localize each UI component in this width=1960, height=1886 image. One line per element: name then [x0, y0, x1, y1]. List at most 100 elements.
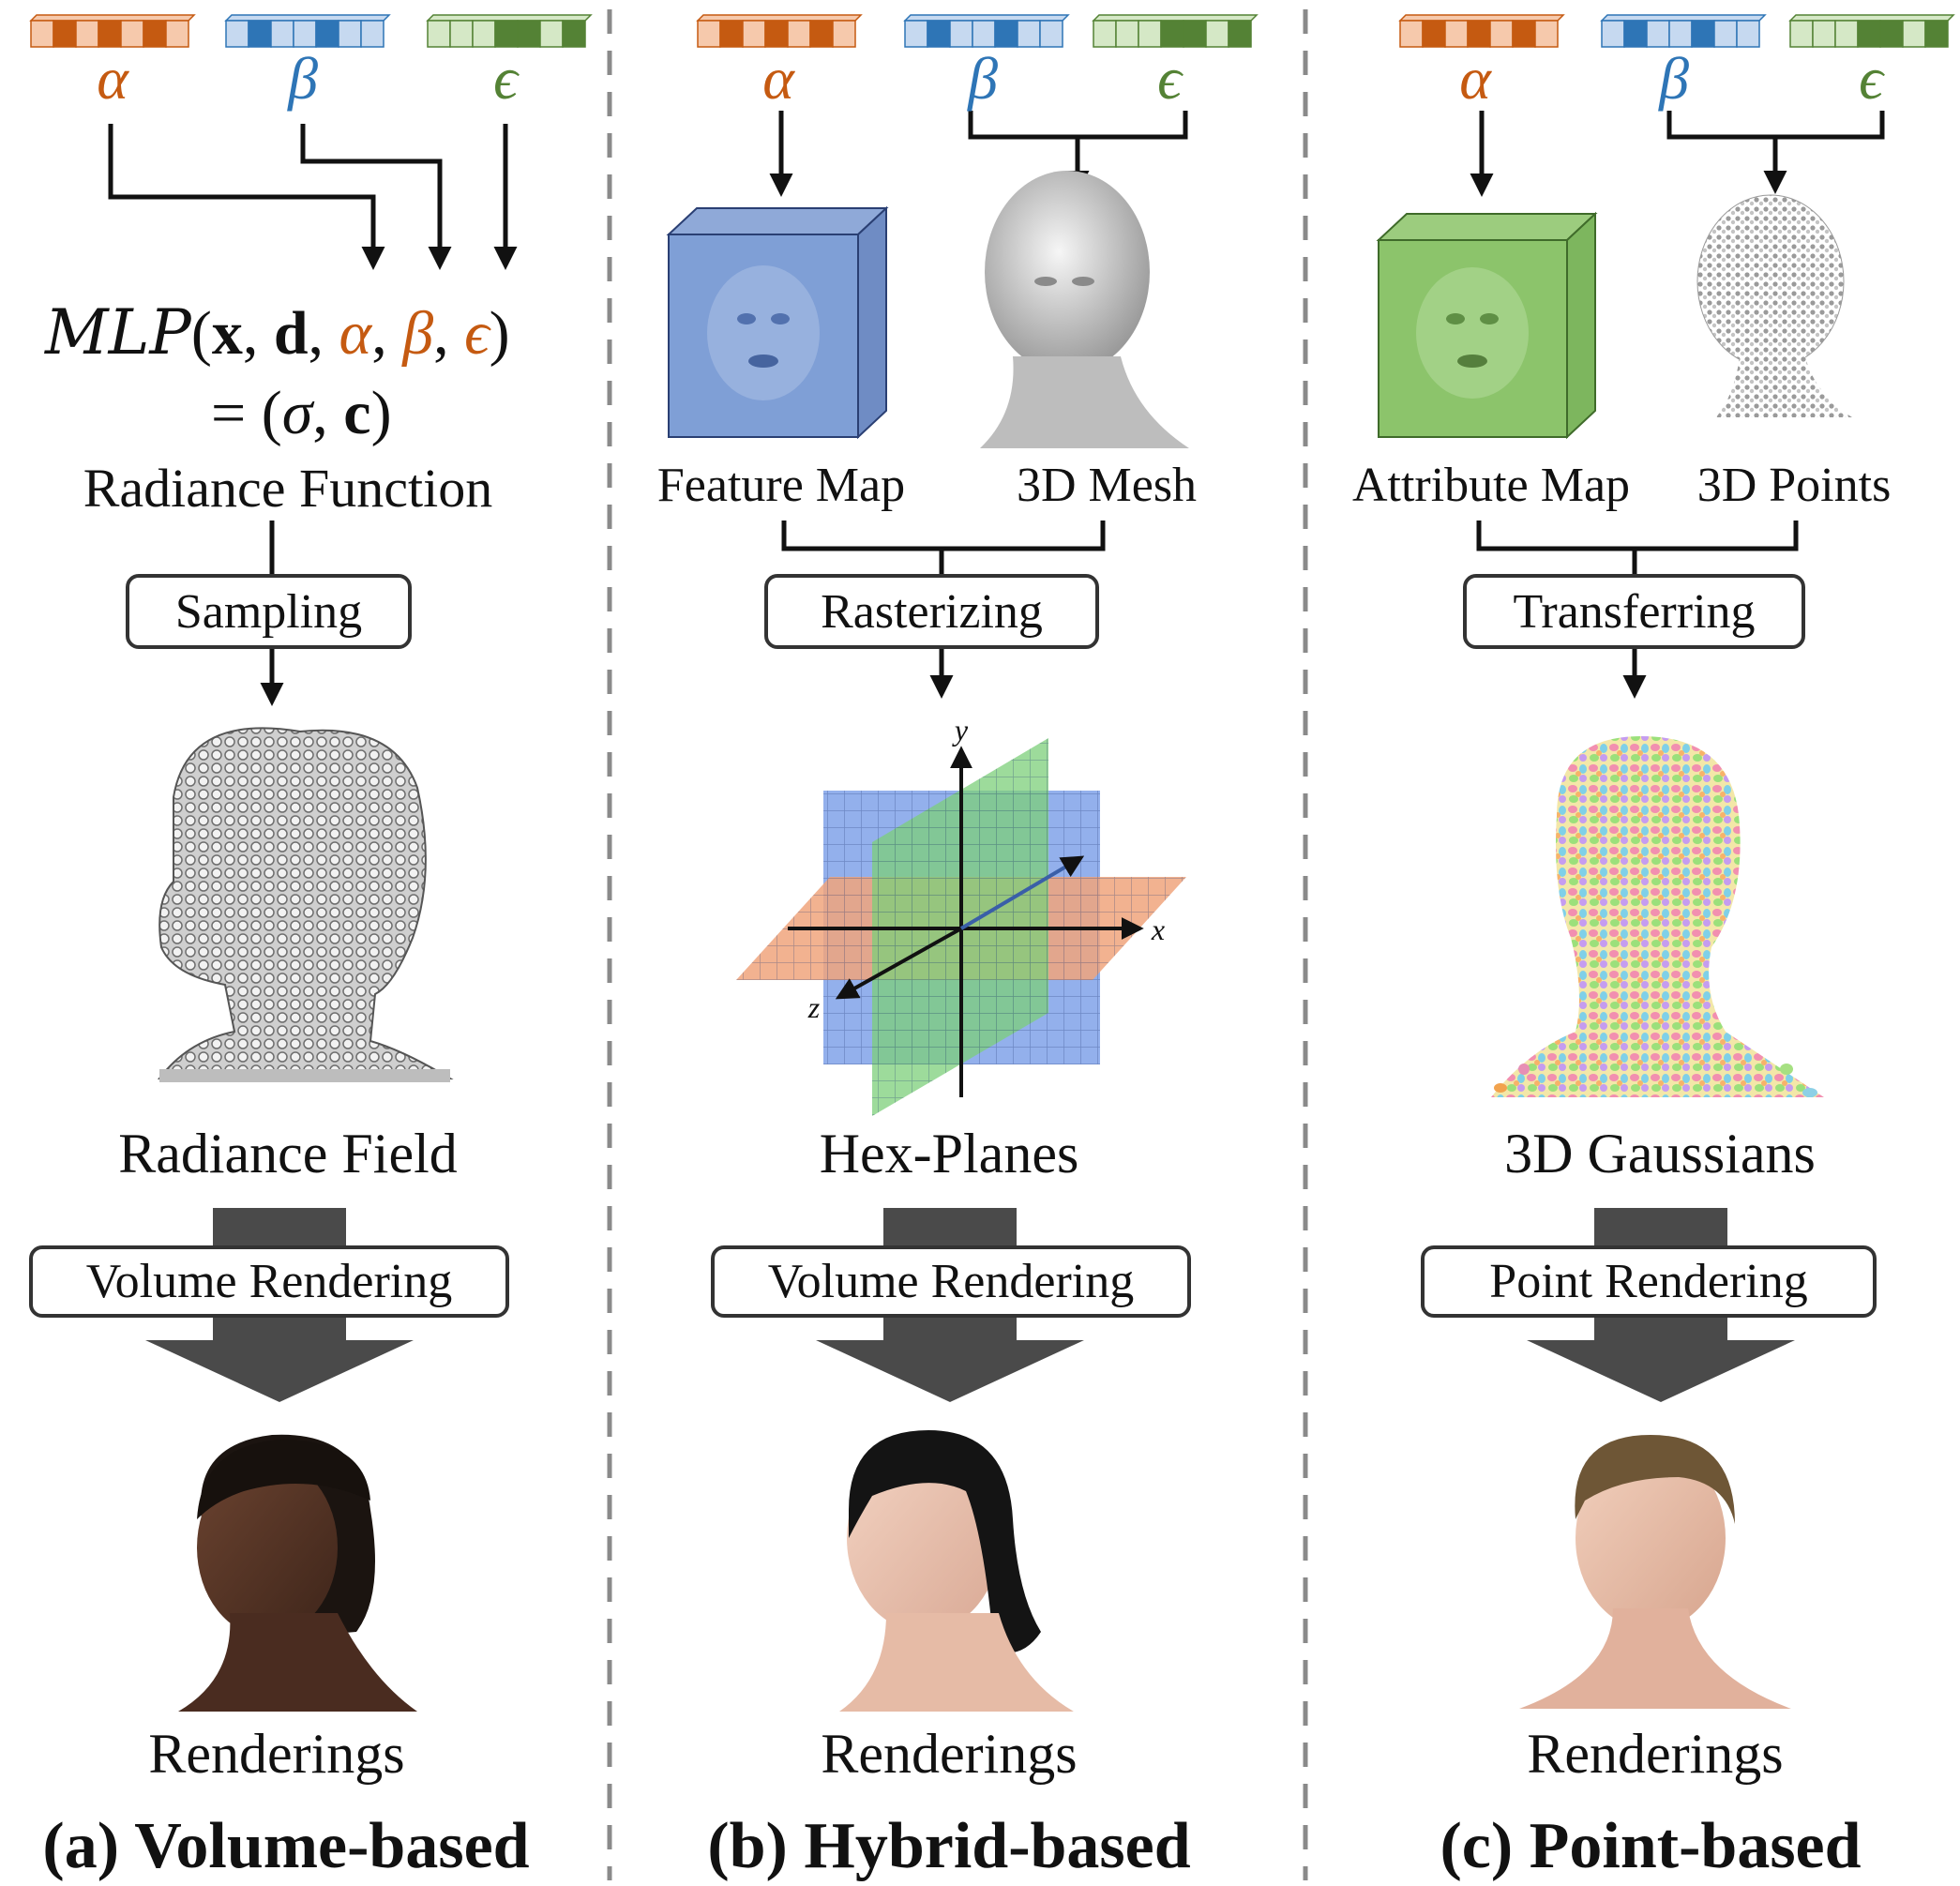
paren-open: (: [190, 299, 212, 368]
code-cell: [1512, 20, 1536, 48]
mlp-equation-line2: = (σ, c): [211, 383, 392, 445]
hex-planes-label: Hex-Planes: [819, 1123, 1079, 1184]
code-cell: [1534, 20, 1559, 48]
code-cell: [787, 20, 811, 48]
alpha-symbol-c: α: [1459, 45, 1491, 112]
gaussian-splat-head-icon: [1491, 736, 1824, 1097]
rasterizing-box: Rasterizing: [764, 574, 1099, 649]
sigma-var: σ: [281, 379, 313, 447]
x-var: x: [211, 299, 243, 368]
beta-symbol-c: β: [1659, 45, 1689, 112]
beta-var: β: [402, 299, 434, 368]
code-cell: [1601, 20, 1625, 48]
axis-y-label: y: [954, 713, 969, 747]
code-cell: [165, 20, 189, 48]
gaussians-label: 3D Gaussians: [1504, 1123, 1816, 1184]
panel-c-connectors: [1470, 111, 1885, 699]
code-cell: [53, 20, 77, 48]
alpha-code-a: [29, 14, 196, 48]
comma: ,: [242, 299, 274, 368]
code-cell: [1399, 20, 1424, 48]
code-cell: [338, 20, 362, 48]
code-cell: [1489, 20, 1514, 48]
alpha-var: α: [339, 299, 372, 368]
rendered-head-brown-hair-icon: [1519, 1435, 1791, 1709]
rendered-head-dark-hair-icon: [178, 1434, 417, 1712]
code-cell: [927, 20, 951, 48]
volume-rendering-label-b: Volume Rendering: [767, 1255, 1135, 1308]
alpha-symbol-b: α: [762, 45, 794, 112]
feature-map-label: Feature Map: [656, 459, 906, 512]
epsilon-symbol-a: ϵ: [493, 45, 518, 112]
code-cell: [1115, 20, 1139, 48]
beta-code-a: [224, 14, 391, 48]
code-cell: [832, 20, 856, 48]
volume-rendering-box-a: Volume Rendering: [29, 1245, 509, 1318]
code-cell: [427, 20, 451, 48]
axis-z-label: z: [807, 990, 821, 1024]
code-cell: [1422, 20, 1446, 48]
rendered-head-black-hair-icon: [839, 1430, 1074, 1712]
caption-b: (b) Hybrid-based: [707, 1810, 1191, 1882]
renderings-label-b: Renderings: [821, 1723, 1078, 1785]
code-cell: [562, 20, 586, 48]
big-arrow-c: [1527, 1208, 1795, 1402]
transferring-box: Transferring: [1463, 574, 1805, 649]
code-cell: [1691, 20, 1715, 48]
hex-planes-axes-icon: [736, 738, 1186, 1116]
alpha-code-b: [696, 14, 863, 48]
code-cell: [904, 20, 928, 48]
renderings-label-c: Renderings: [1527, 1723, 1784, 1785]
point-rendering-label: Point Rendering: [1489, 1255, 1808, 1308]
code-cell: [719, 20, 744, 48]
epsilon-code-c: [1788, 14, 1955, 48]
code-cell: [1228, 20, 1252, 48]
code-cell: [1879, 20, 1904, 48]
feature-map-cube-icon: [666, 205, 889, 440]
code-cell: [972, 20, 996, 48]
code-cell: [1902, 20, 1926, 48]
code-cell: [1444, 20, 1469, 48]
epsilon-var: ϵ: [464, 299, 490, 368]
beta-symbol-b: β: [968, 45, 998, 112]
code-cell: [1017, 20, 1041, 48]
comma: ,: [308, 299, 339, 368]
paren-close: ): [489, 299, 510, 368]
code-cell: [994, 20, 1018, 48]
code-cell: [248, 20, 272, 48]
code-cell: [809, 20, 834, 48]
code-cell: [517, 20, 541, 48]
mesh-label: 3D Mesh: [1016, 459, 1198, 512]
code-cell: [293, 20, 317, 48]
code-cell: [1623, 20, 1648, 48]
code-cell: [539, 20, 564, 48]
latent-code-vectors: [29, 14, 1955, 48]
c-var: c: [343, 379, 371, 447]
sampling-box: Sampling: [126, 574, 412, 649]
renderings-label-a: Renderings: [148, 1723, 405, 1785]
code-cell: [1736, 20, 1760, 48]
code-cell: [742, 20, 766, 48]
paren-close: ): [370, 379, 392, 447]
code-cell: [1160, 20, 1184, 48]
code-cell: [1205, 20, 1229, 48]
mesh-head-icon: [980, 171, 1189, 448]
code-cell: [494, 20, 519, 48]
code-cell: [315, 20, 339, 48]
sampling-label: Sampling: [174, 584, 363, 639]
attribute-map-label: Attribute Map: [1351, 459, 1631, 512]
code-cell: [1924, 20, 1949, 48]
big-arrow-b: [816, 1208, 1084, 1402]
epsilon-code-b: [1092, 14, 1259, 48]
code-cell: [449, 20, 474, 48]
code-cell: [120, 20, 144, 48]
code-cell: [1713, 20, 1738, 48]
code-cell: [1668, 20, 1693, 48]
comma: ,: [371, 299, 403, 368]
radiance-field-label: Radiance Field: [118, 1123, 458, 1184]
epsilon-symbol-c: ϵ: [1859, 45, 1883, 112]
code-cell: [1646, 20, 1670, 48]
code-cell: [360, 20, 384, 48]
points-label: 3D Points: [1696, 459, 1892, 512]
